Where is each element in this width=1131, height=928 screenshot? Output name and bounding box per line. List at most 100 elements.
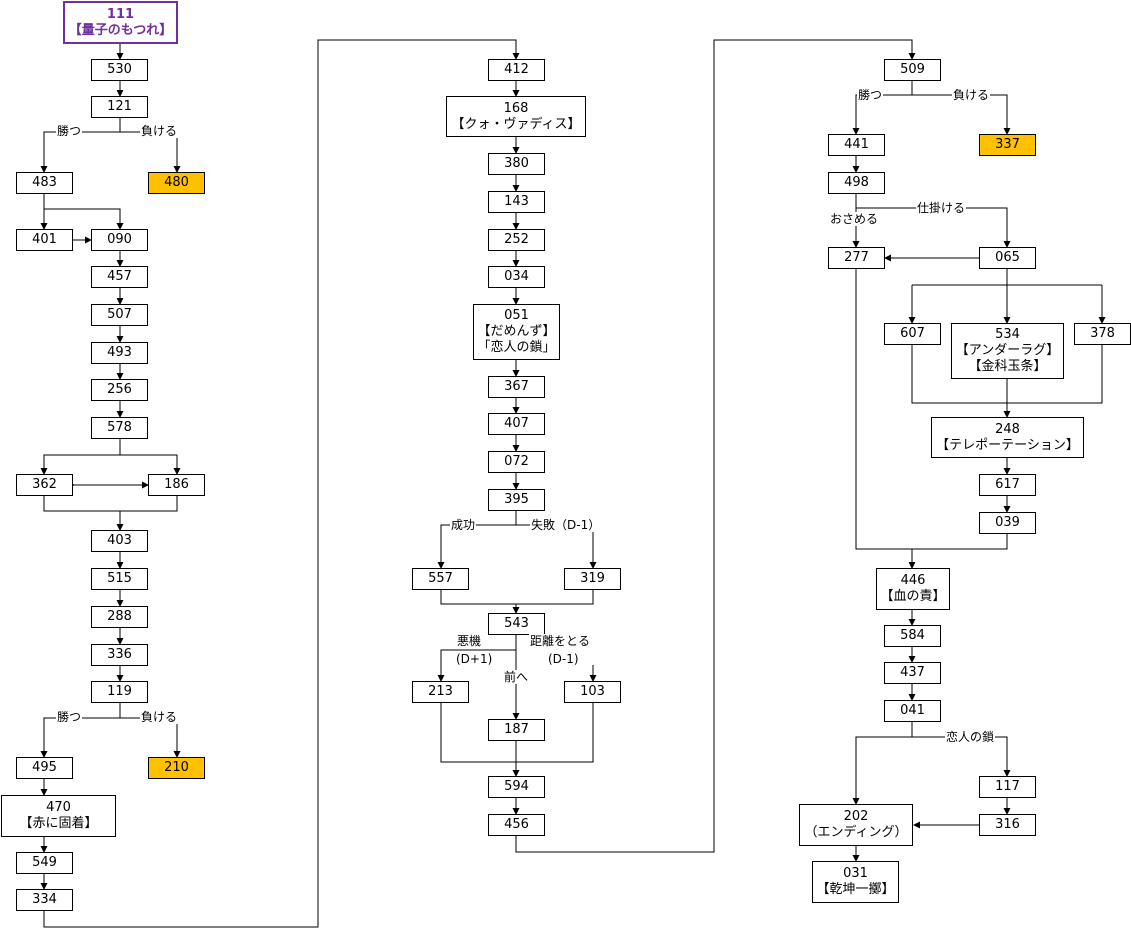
- node-336: 336: [91, 644, 148, 666]
- node-text: 277: [844, 250, 869, 265]
- label-fail: 失敗（D-1）: [530, 518, 602, 532]
- connector: [43, 496, 178, 512]
- connector: [40, 439, 121, 475]
- node-text: 213: [428, 684, 453, 699]
- node-072: 072: [488, 451, 545, 473]
- label-lose-509: 負ける: [952, 88, 991, 102]
- node-text: 483: [32, 175, 57, 190]
- node-text: 337: [995, 137, 1020, 152]
- node-text: 「恋人の鎖」: [477, 340, 556, 355]
- node-031: 031【乾坤一擲】: [812, 861, 899, 903]
- connector: [855, 269, 1008, 550]
- node-256: 256: [91, 379, 148, 401]
- node-380: 380: [488, 153, 545, 175]
- node-594: 594: [488, 776, 545, 798]
- node-text: 【金科玉条】: [968, 359, 1047, 374]
- label-forward: 前へ: [503, 670, 530, 684]
- node-121: 121: [91, 96, 148, 118]
- node-090: 090: [91, 229, 148, 251]
- node-text: 034: [504, 269, 529, 284]
- node-text: 248: [995, 421, 1020, 437]
- node-395: 395: [488, 489, 545, 511]
- connector: [437, 511, 517, 569]
- node-403: 403: [91, 530, 148, 552]
- node-277: 277: [828, 247, 885, 269]
- node-text: 039: [995, 515, 1020, 530]
- node-text: 543: [504, 616, 529, 631]
- label-win-121: 勝つ: [56, 124, 83, 138]
- node-103: 103: [564, 681, 621, 703]
- node-446: 446【血の責】: [876, 568, 950, 610]
- node-text: 403: [107, 533, 132, 548]
- node-text: 493: [107, 345, 132, 360]
- node-text: 【乾坤一擲】: [816, 882, 895, 897]
- label-danger-mod: (D+1): [456, 652, 493, 666]
- node-065: 065: [979, 247, 1036, 269]
- node-617: 617: [979, 474, 1036, 496]
- node-text: 437: [900, 665, 925, 680]
- node-401: 401: [16, 229, 73, 251]
- connector: [120, 454, 181, 475]
- node-509: 509: [884, 59, 941, 81]
- node-text: 【量子のもつれ】: [68, 22, 173, 38]
- node-text: 378: [1090, 326, 1115, 341]
- node-495: 495: [16, 757, 73, 779]
- node-text: 119: [107, 684, 132, 699]
- connector: [120, 131, 181, 173]
- node-text: 509: [900, 62, 925, 77]
- node-202: 202（エンディング）: [799, 804, 913, 846]
- connector: [43, 39, 520, 928]
- node-text: 256: [107, 382, 132, 397]
- node-text: 041: [900, 703, 925, 718]
- node-288: 288: [91, 606, 148, 628]
- node-text: 578: [107, 420, 132, 435]
- node-456: 456: [488, 814, 545, 836]
- node-text: 495: [32, 760, 57, 775]
- node-168: 168【クォ・ヴァディス】: [446, 96, 586, 137]
- label-lovers-chain: 恋人の鎖: [945, 730, 996, 744]
- node-text: 111: [106, 6, 135, 22]
- node-text: 498: [844, 175, 869, 190]
- node-text: 515: [107, 571, 132, 586]
- node-187: 187: [488, 719, 545, 741]
- node-text: 334: [32, 892, 57, 907]
- node-text: 401: [32, 232, 57, 247]
- label-trap: 仕掛ける: [916, 201, 967, 215]
- node-334: 334: [16, 889, 73, 911]
- node-text: 395: [504, 492, 529, 507]
- node-480: 480: [148, 172, 205, 194]
- node-534: 534【アンダーラグ】【金科玉条】: [951, 323, 1064, 379]
- connector: [912, 94, 1011, 135]
- node-034: 034: [488, 266, 545, 288]
- connector: [912, 736, 1011, 777]
- label-win-119: 勝つ: [56, 710, 83, 724]
- connector: [44, 208, 124, 230]
- connector: [856, 207, 1011, 248]
- node-117: 117: [979, 776, 1036, 798]
- node-584: 584: [884, 625, 941, 647]
- node-text: 252: [504, 232, 529, 247]
- node-578: 578: [91, 417, 148, 439]
- node-337: 337: [979, 134, 1036, 156]
- label-distance: 距離をとる: [529, 634, 592, 648]
- connector: [852, 722, 913, 805]
- node-text: 319: [580, 571, 605, 586]
- node-text: 【赤に固着】: [19, 816, 98, 831]
- node-549: 549: [16, 852, 73, 874]
- node-text: 362: [32, 477, 57, 492]
- node-186: 186: [148, 474, 205, 496]
- node-text: 367: [504, 379, 529, 394]
- node-text: 594: [504, 779, 529, 794]
- node-text: 065: [995, 250, 1020, 265]
- node-text: 584: [900, 628, 925, 643]
- node-text: 187: [504, 722, 529, 737]
- label-win-509: 勝つ: [857, 88, 884, 102]
- connector: [440, 590, 594, 605]
- connector: [852, 81, 913, 135]
- node-text: 412: [504, 62, 529, 77]
- node-text: 168: [503, 100, 529, 116]
- node-437: 437: [884, 662, 941, 684]
- node-text: 507: [107, 307, 132, 322]
